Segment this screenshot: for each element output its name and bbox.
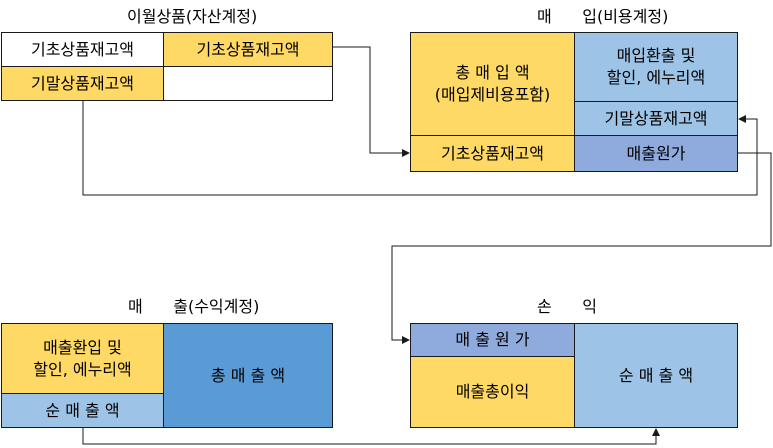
arrow-ending-inventory-to-purchase: [82, 101, 758, 196]
sales-net-sales: 순 매 출 액: [1, 393, 164, 428]
sales-total-sales: 총 매 출 액: [163, 323, 333, 428]
merch-empty-cell: [163, 66, 333, 101]
arrow-beginning-inventory-to-purchase: [333, 46, 410, 157]
purchase-ending-inventory: 기말상품재고액: [574, 101, 738, 136]
arrow-cogs-to-profit-loss: [391, 152, 772, 344]
merch-beginning-inventory-debit: 기초상품재고액: [1, 32, 164, 67]
purchase-cost-of-goods-sold: 매출원가: [574, 135, 738, 172]
arrow-net-sales-to-profit-loss: [82, 428, 660, 445]
pl-account-title: 손 익: [537, 297, 597, 316]
merch-account-title: 이월상품(자산계정): [127, 7, 258, 26]
merch-ending-inventory-debit: 기말상품재고액: [1, 66, 164, 101]
sales-returns-allowances: 매출환입 및 할인, 에누리액: [1, 323, 164, 394]
purchase-account-title: 매 입(비용계정): [537, 7, 669, 26]
sales-account-title: 매 출(수익계정): [128, 297, 260, 316]
purchase-beginning-inventory: 기초상품재고액: [410, 135, 575, 172]
pl-net-sales: 순 매 출 액: [574, 323, 738, 428]
